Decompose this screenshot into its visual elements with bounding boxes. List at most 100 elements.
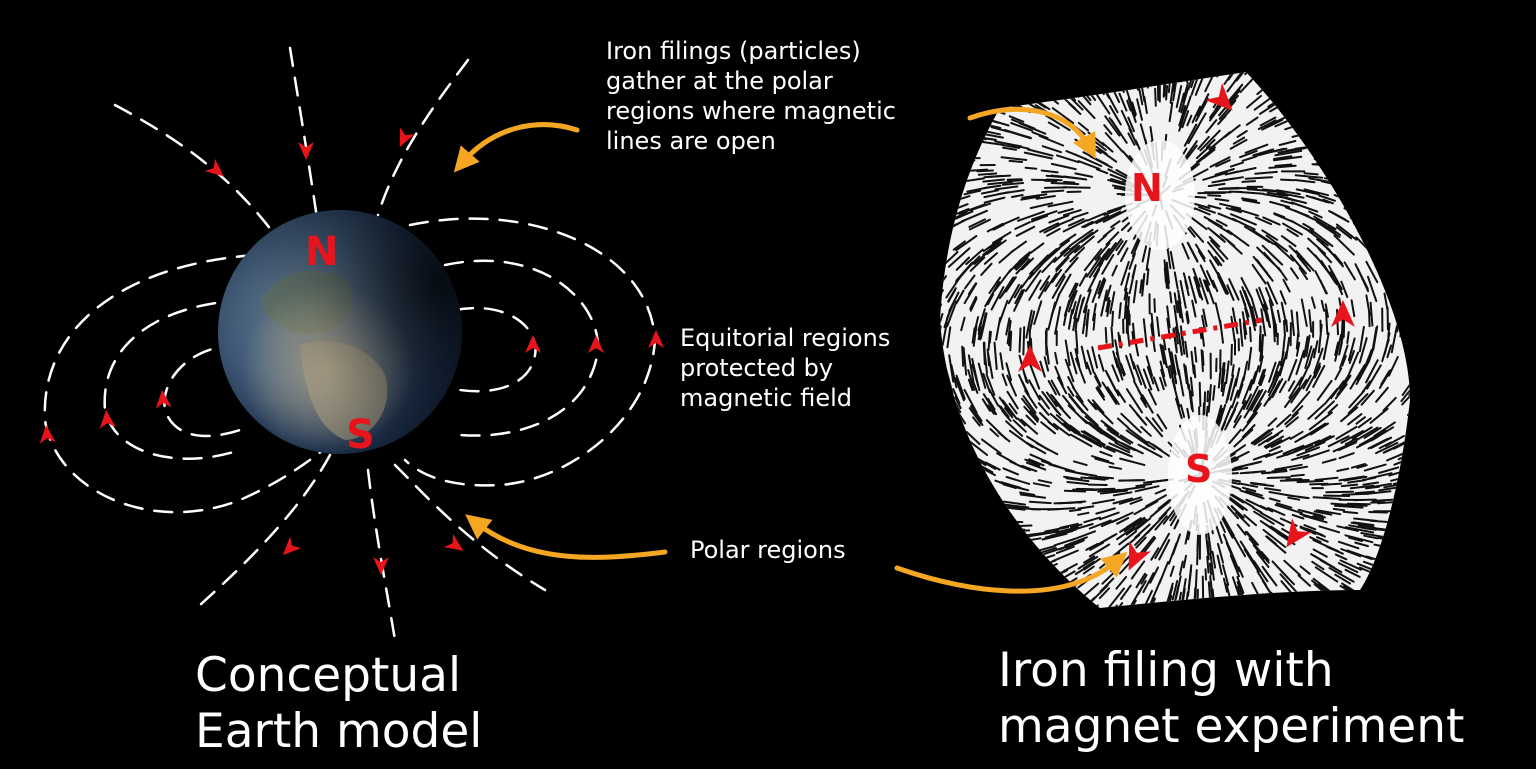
iron-filing-stroke	[1063, 180, 1076, 184]
iron-filing-stroke	[1259, 116, 1277, 127]
iron-filing-stroke	[1276, 191, 1305, 199]
iron-filing-stroke	[1338, 452, 1355, 460]
iron-filing-stroke	[1173, 72, 1178, 82]
iron-filing-stroke	[1145, 416, 1164, 438]
iron-filing-stroke	[991, 72, 1017, 79]
iron-filing-stroke	[955, 235, 978, 252]
iron-filing-stroke	[1394, 224, 1410, 244]
iron-filing-stroke	[1350, 142, 1370, 145]
iron-filing-stroke	[1406, 300, 1410, 323]
iron-filing-stroke	[1316, 238, 1331, 252]
iron-filing-stroke	[1387, 265, 1395, 279]
iron-filing-stroke	[1230, 315, 1236, 343]
iron-filing-stroke	[1082, 434, 1105, 448]
iron-filing-stroke	[1313, 340, 1319, 359]
iron-filing-stroke	[980, 262, 993, 276]
iron-filing-stroke	[1054, 306, 1062, 335]
iron-filing-stroke	[1105, 284, 1112, 302]
iron-filing-stroke	[1246, 94, 1262, 109]
iron-filing-stroke	[1283, 320, 1286, 335]
iron-filing-stroke	[1228, 428, 1242, 445]
iron-filing-stroke	[1241, 379, 1253, 405]
iron-filing-stroke	[983, 252, 998, 265]
iron-filing-stroke	[1132, 361, 1143, 386]
iron-filing-stroke	[1332, 507, 1346, 512]
iron-filing-stroke	[1407, 401, 1410, 416]
iron-filing-stroke	[1349, 484, 1375, 490]
iron-filing-stroke	[940, 602, 963, 608]
iron-filing-stroke	[1142, 318, 1148, 348]
iron-filing-stroke	[1379, 139, 1393, 143]
iron-filing-stroke	[1384, 185, 1406, 198]
filings-annotation-line: lines are open	[606, 127, 776, 155]
iron-filing-stroke	[966, 579, 989, 586]
iron-filing-stroke	[1302, 374, 1312, 390]
iron-filing-stroke	[1265, 535, 1287, 554]
iron-filing-stroke	[1108, 442, 1131, 454]
iron-filing-stroke	[1074, 348, 1081, 368]
iron-filing-stroke	[1340, 162, 1358, 167]
iron-filing-stroke	[1096, 168, 1109, 175]
iron-filing-stroke	[1233, 415, 1242, 429]
iron-filing-stroke	[1116, 526, 1135, 541]
iron-filing-stroke	[1207, 241, 1225, 263]
iron-filing-stroke	[968, 407, 984, 426]
iron-filing-stroke	[1353, 72, 1366, 76]
iron-filing-stroke	[1121, 72, 1130, 89]
iron-filing-stroke	[1105, 90, 1119, 114]
iron-filing-stroke	[1329, 271, 1338, 286]
direction-arrowhead-icon	[1018, 345, 1042, 372]
iron-filing-stroke	[954, 451, 966, 461]
iron-filing-stroke	[1312, 554, 1328, 564]
iron-filing-stroke	[1277, 72, 1298, 80]
iron-filing-stroke	[1083, 430, 1101, 442]
iron-filing-stroke	[1251, 263, 1267, 285]
iron-filing-stroke	[989, 611, 1007, 619]
iron-filing-stroke	[1225, 360, 1230, 385]
iron-filing-stroke	[1120, 109, 1133, 133]
iron-filing-stroke	[1074, 72, 1083, 74]
iron-filing-stroke	[1055, 256, 1070, 272]
iron-filing-stroke	[1402, 165, 1410, 175]
iron-filing-stroke	[1179, 280, 1187, 309]
iron-filing-stroke	[1024, 579, 1041, 587]
iron-filing-stroke	[933, 398, 939, 411]
iron-filing-stroke	[996, 216, 1020, 228]
iron-filing-stroke	[1088, 253, 1106, 279]
iron-filing-stroke	[1123, 272, 1131, 292]
iron-filing-stroke	[1041, 145, 1062, 154]
iron-filing-stroke	[1384, 118, 1410, 122]
iron-filing-stroke	[1216, 554, 1223, 576]
iron-filing-stroke	[1090, 72, 1105, 96]
iron-filing-stroke	[1376, 198, 1399, 213]
iron-filing-stroke	[1386, 344, 1393, 359]
iron-filing-stroke	[1129, 498, 1143, 505]
iron-filing-stroke	[1028, 531, 1057, 538]
iron-filing-stroke	[1057, 273, 1072, 296]
iron-filing-stroke	[1154, 488, 1167, 495]
iron-filing-stroke	[1317, 247, 1333, 264]
iron-filing-stroke	[1158, 539, 1171, 561]
iron-filing-stroke	[1173, 72, 1179, 83]
iron-filing-stroke	[1354, 490, 1376, 495]
iron-filing-stroke	[1287, 496, 1301, 501]
iron-filing-stroke	[1283, 72, 1298, 83]
iron-filing-stroke	[1088, 543, 1111, 558]
iron-filing-stroke	[1245, 498, 1268, 511]
iron-filing-stroke	[1091, 498, 1116, 505]
iron-filing-stroke	[1063, 175, 1088, 181]
iron-filing-stroke	[960, 537, 986, 542]
iron-filing-stroke	[1202, 279, 1209, 292]
iron-filing-stroke	[1342, 510, 1359, 515]
iron-filing-stroke	[1237, 566, 1244, 578]
iron-filing-stroke	[984, 281, 1001, 308]
iron-filing-stroke	[1169, 250, 1175, 270]
iron-filing-stroke	[1241, 486, 1257, 493]
iron-filing-stroke	[1253, 432, 1273, 446]
iron-filing-stroke	[1241, 180, 1257, 183]
iron-filing-stroke	[1167, 72, 1173, 81]
iron-filing-stroke	[940, 179, 956, 187]
iron-filing-stroke	[1259, 511, 1285, 527]
iron-filing-stroke	[1378, 219, 1391, 230]
iron-filing-stroke	[946, 484, 969, 496]
